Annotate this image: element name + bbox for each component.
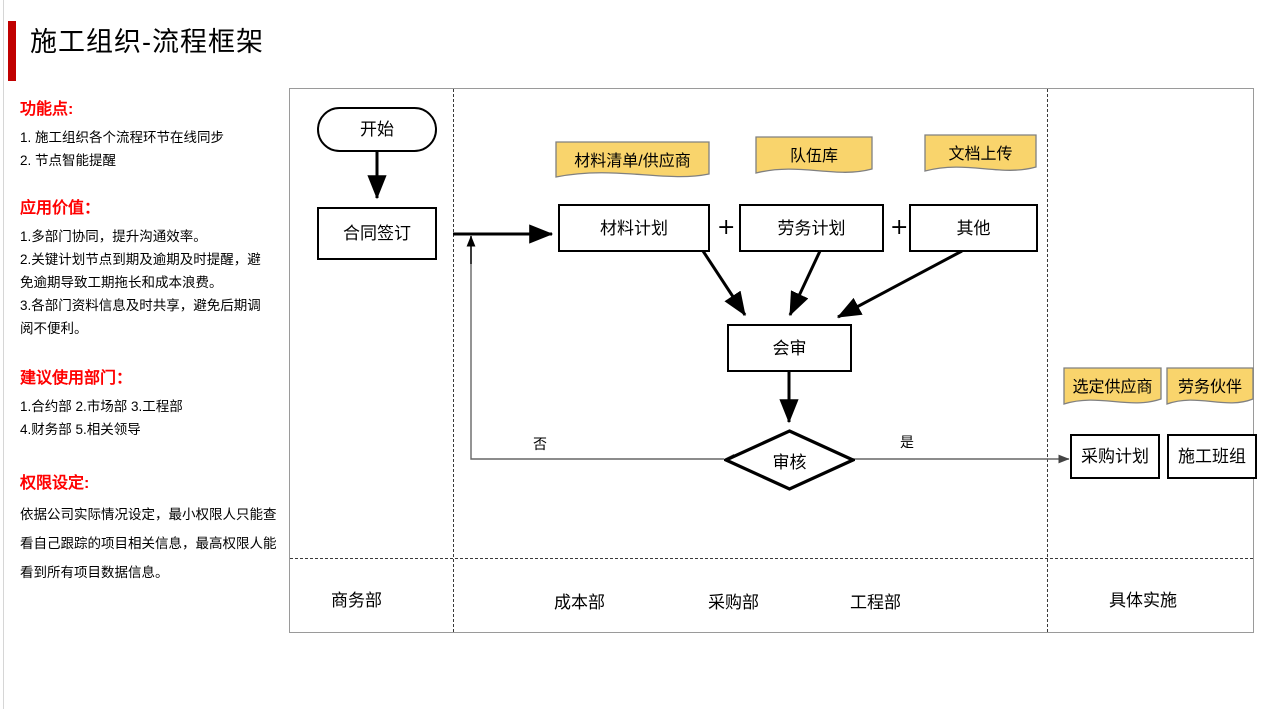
note-label: 文档上传: [948, 146, 1013, 163]
node-label: 劳务计划: [777, 218, 846, 238]
node-label: 施工班组: [1178, 447, 1246, 466]
node-label: 会审: [772, 338, 807, 358]
edge-label-yes: 是: [900, 432, 914, 452]
document-shape: [1063, 367, 1162, 405]
node-work-team[interactable]: 施工班组: [1167, 434, 1257, 479]
node-label: 其他: [956, 218, 991, 238]
lane-label-text: 商务部: [331, 591, 382, 610]
page-left-edge-line: [3, 0, 4, 709]
lane-label-execution: 具体实施: [1109, 586, 1177, 611]
info-section-value: 应用价值： 1.多部门协同，提升沟通效率。 2.关键计划节点到期及逾期及时提醒，…: [20, 196, 282, 340]
note-label: 劳务伙伴: [1177, 379, 1242, 396]
flowchart-frame: 开始 合同签订 材料计划 劳务计划 其他 会审 审核 采购计划 施工班组 材料清…: [289, 88, 1257, 633]
info-heading-value: 应用价值：: [20, 200, 101, 217]
info-line: 2.关键计划节点到期及逾期及时提醒，避: [20, 252, 261, 267]
note-selected-supplier[interactable]: 选定供应商: [1063, 367, 1162, 409]
info-section-permissions: 权限设定: 依据公司实际情况设定，最小权限人只能查看自己跟踪的项目相关信息，最高…: [20, 471, 282, 587]
info-paragraph: 依据公司实际情况设定，最小权限人只能查看自己跟踪的项目相关信息，最高权限人能看到…: [20, 507, 277, 580]
node-label: 审核: [772, 452, 807, 472]
lane-divider-horizontal: [290, 558, 1253, 559]
title-accent-bar: [8, 21, 16, 81]
lane-divider-vertical-2: [1047, 89, 1048, 632]
info-section-features: 功能点: 1. 施工组织各个流程环节在线同步 2. 节点智能提醒: [20, 97, 282, 172]
info-line: 3.各部门资料信息及时共享，避免后期调: [20, 298, 261, 313]
node-contract-signing[interactable]: 合同签订: [317, 207, 437, 260]
operator-plus-2: +: [890, 217, 908, 239]
operator-label: +: [717, 215, 736, 240]
note-document-upload[interactable]: 文档上传: [924, 134, 1037, 176]
info-line: 免逾期导致工期拖长和成本浪费。: [20, 275, 223, 290]
info-line: 2. 节点智能提醒: [20, 153, 117, 168]
note-team-database[interactable]: 队伍库: [755, 136, 873, 178]
info-column: 功能点: 1. 施工组织各个流程环节在线同步 2. 节点智能提醒 应用价值： 1…: [20, 97, 282, 605]
node-other-plan[interactable]: 其他: [909, 204, 1038, 252]
info-line: 1.多部门协同，提升沟通效率。: [20, 229, 207, 244]
lane-label-text: 具体实施: [1109, 591, 1177, 610]
operator-plus-1: +: [717, 217, 735, 239]
info-section-departments: 建议使用部门： 1.合约部 2.市场部 3.工程部 4.财务部 5.相关领导: [20, 366, 282, 441]
lane-divider-vertical-1: [453, 89, 454, 632]
edge-label-text: 否: [533, 436, 547, 452]
node-label: 采购计划: [1081, 447, 1149, 466]
diamond-shape: [724, 429, 855, 491]
document-shape: [755, 136, 873, 174]
document-shape: [555, 141, 710, 178]
info-heading-departments: 建议使用部门：: [20, 370, 133, 387]
document-shape: [924, 134, 1037, 172]
lane-label-purchase: 采购部: [708, 588, 759, 613]
lane-label-text: 工程部: [850, 593, 901, 612]
node-label: 开始: [360, 120, 394, 139]
node-joint-review[interactable]: 会审: [727, 324, 852, 372]
lane-label-text: 成本部: [554, 593, 605, 612]
node-labor-plan[interactable]: 劳务计划: [739, 204, 884, 252]
lane-label-text: 采购部: [708, 593, 759, 612]
node-approval-decision[interactable]: 审核: [724, 429, 855, 491]
info-line: 4.财务部 5.相关领导: [20, 422, 141, 437]
note-label: 选定供应商: [1072, 379, 1153, 396]
document-shape: [1166, 367, 1254, 405]
node-label: 合同签订: [343, 224, 411, 243]
node-material-plan[interactable]: 材料计划: [558, 204, 710, 252]
info-line: 1.合约部 2.市场部 3.工程部: [20, 399, 183, 414]
edge-label-text: 是: [900, 434, 914, 450]
page-title: 施工组织-流程框架: [30, 27, 264, 57]
operator-label: +: [890, 215, 909, 240]
node-label: 材料计划: [600, 218, 668, 238]
note-label: 队伍库: [789, 148, 838, 165]
note-label: 材料清单/供应商: [574, 153, 691, 170]
note-labor-partner[interactable]: 劳务伙伴: [1166, 367, 1254, 409]
lane-label-cost: 成本部: [554, 588, 605, 613]
edge-label-no: 否: [533, 434, 547, 454]
info-line: 阅不便利。: [20, 321, 88, 336]
info-heading-features: 功能点:: [20, 101, 74, 118]
note-material-list-supplier[interactable]: 材料清单/供应商: [555, 141, 710, 182]
info-heading-permissions: 权限设定:: [20, 475, 90, 492]
node-start[interactable]: 开始: [317, 107, 437, 152]
node-purchase-plan[interactable]: 采购计划: [1070, 434, 1160, 479]
lane-label-project: 工程部: [850, 588, 901, 613]
lane-label-business: 商务部: [331, 586, 382, 611]
info-line: 1. 施工组织各个流程环节在线同步: [20, 130, 225, 145]
